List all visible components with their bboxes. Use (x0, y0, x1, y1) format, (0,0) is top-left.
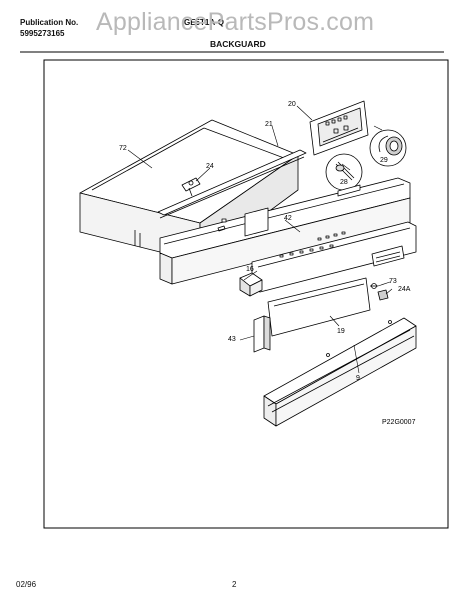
callout-20: 20 (288, 101, 296, 108)
callout-16: 16 (246, 266, 254, 273)
drawing-code: P22G0007 (382, 419, 416, 426)
end-cap-part (239, 272, 263, 297)
callout-29: 29 (380, 157, 388, 164)
clip-part (377, 289, 389, 301)
trim-strip-part (157, 149, 307, 219)
backguard-panel-part (159, 177, 411, 285)
footer-date: 02/96 (16, 580, 37, 589)
control-board-part (309, 100, 369, 156)
watermark: AppliancePartsPros.com (96, 8, 375, 36)
callout-9: 9 (356, 375, 360, 382)
model-number: GE5T1A-Q (184, 18, 225, 27)
section-title: BACKGUARD (210, 39, 266, 49)
leader-lines (127, 105, 393, 374)
bracket-part (181, 177, 201, 197)
callout-19: 19 (337, 328, 345, 335)
callout-24a: 24A (398, 286, 411, 293)
end-bracket-part (253, 315, 271, 353)
lower-rail-part (263, 317, 417, 427)
callout-42: 42 (284, 215, 292, 222)
callout-28: 28 (340, 179, 348, 186)
front-trim-plate-part (267, 277, 371, 337)
knob-detail-part (369, 129, 407, 167)
publication-label: Publication No. (20, 18, 79, 27)
footer-page-number: 2 (232, 580, 237, 589)
callout-43: 43 (228, 336, 236, 343)
publication-number: 5995273165 (20, 29, 65, 38)
callout-72: 72 (119, 145, 127, 152)
callout-24: 24 (206, 163, 214, 170)
diagram-frame (43, 59, 449, 529)
callout-21: 21 (265, 121, 273, 128)
screw-part (370, 283, 378, 289)
callout-73: 73 (389, 278, 397, 285)
